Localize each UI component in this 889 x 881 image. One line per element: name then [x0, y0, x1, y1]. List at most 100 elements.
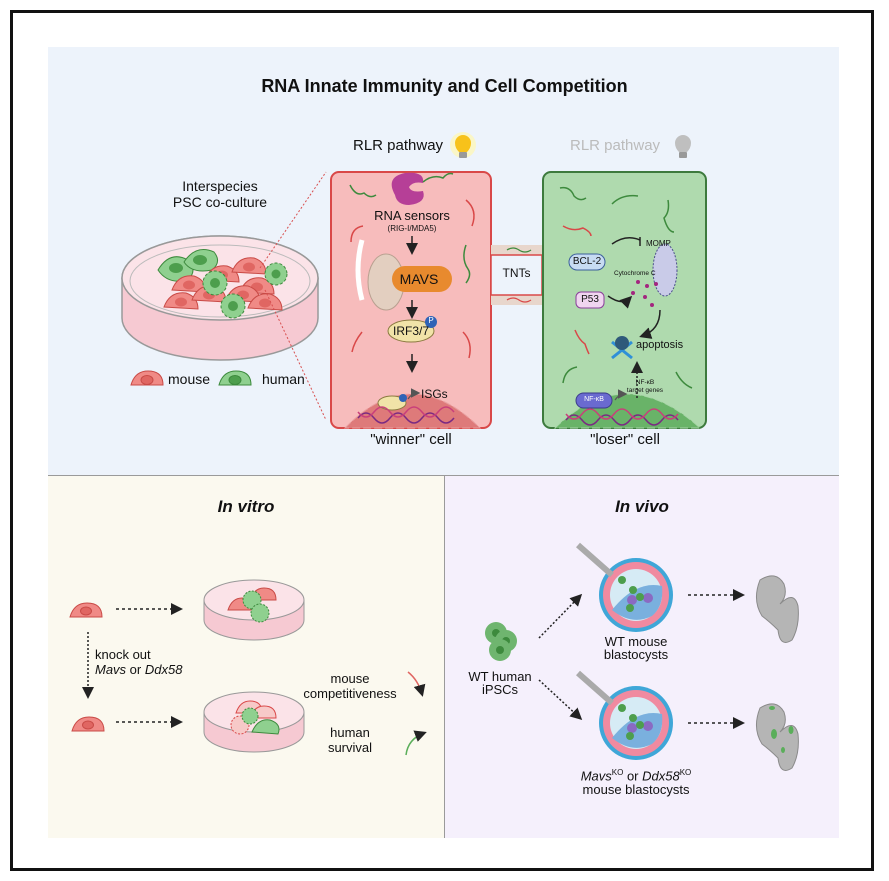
in-vivo-title: In vivo: [615, 497, 669, 516]
mouse-cell: [163, 292, 199, 310]
knockout-label: knock out Mavs or Ddx58: [95, 647, 182, 677]
phospho-icon: [399, 394, 407, 402]
mitochondria-icon: [652, 243, 678, 297]
mouse-cell: [247, 293, 283, 311]
coculture-label: Interspecies PSC co-culture: [140, 178, 300, 210]
blastocyst-ko: [576, 670, 673, 760]
legend-mouse-icon: [130, 370, 164, 386]
mavs-label: MAVS: [399, 271, 439, 287]
cytochrome-c-dots: [631, 280, 658, 307]
ko-line2: mouse blastocysts: [582, 782, 690, 798]
cytochrome-c-label: Cytochrome C: [614, 270, 656, 277]
irf-on-dna: [377, 395, 407, 411]
panel-divider-vertical: [444, 476, 445, 838]
apoptosis-label: apoptosis: [636, 339, 684, 351]
mouse-cell-wt: [69, 602, 103, 618]
rna-strands-winner: [349, 184, 475, 359]
dashed-arrow-icon: [538, 593, 583, 639]
knockout-line2: Mavs or Ddx58: [95, 662, 182, 677]
dish-ko: [203, 691, 305, 753]
nfkb-box: [575, 392, 613, 409]
bcl2-label: BCL-2: [572, 256, 602, 267]
rna-sensors-sublabel: (RIG-I/MDA5): [387, 224, 437, 233]
dashed-arrow-icon: [538, 679, 583, 721]
tnts-label: TNTs: [502, 266, 531, 280]
outcome2-line2: survival: [327, 740, 373, 755]
figure-title: RNA Innate Immunity and Cell Competition: [261, 76, 628, 96]
knockout-or: or: [126, 662, 145, 677]
dying-human-cell: [220, 293, 246, 319]
mouse-cell: [171, 275, 207, 293]
human-cell: [183, 249, 218, 272]
knockout-gene-ddx58: Ddx58: [144, 662, 183, 677]
dying-human-cell: [202, 270, 228, 296]
winner-cell-caption: "winner" cell: [370, 431, 452, 448]
ko-superscript: KO: [611, 768, 624, 777]
outcome2-line1: human: [330, 725, 370, 740]
outcome1-line1: mouse: [330, 671, 370, 686]
lightbulb-on-icon: [450, 132, 476, 158]
lightbulb-off-icon: [675, 135, 691, 158]
transcription-arrow-icon: [407, 388, 421, 400]
ko-or: or: [623, 768, 643, 784]
arrow-icon: [639, 309, 661, 339]
rna-strands-loser: [559, 186, 693, 389]
human-survival-label: human survival: [300, 725, 400, 755]
knockout-gene-mavs: Mavs: [95, 662, 127, 677]
human-ipsc-cluster: [485, 622, 517, 661]
embryo-wt-icon: [756, 575, 799, 643]
ko-line1: MavsKO or Ddx58KO: [566, 766, 706, 783]
nfkb-target-line2: target genes: [626, 387, 664, 394]
in-vitro-title: In vitro: [217, 497, 275, 516]
inhibition-arrow-icon: [611, 237, 641, 245]
mavs-box: [392, 266, 452, 292]
embryo-chimera-icon: [756, 703, 799, 771]
irf-box: [387, 319, 435, 343]
panel-divider-horizontal: [48, 475, 839, 476]
dying-human-cell: [264, 262, 288, 286]
phospho-icon: [425, 316, 437, 328]
isgs-label: ISGs: [421, 387, 448, 401]
loser-cell-caption: "loser" cell: [590, 431, 660, 448]
transcription-arrow-icon: [614, 389, 628, 401]
irf-label: IRF3/7: [392, 324, 429, 338]
knockout-line1: knock out: [95, 647, 151, 662]
ko-superscript: KO: [679, 768, 692, 777]
bcl2-box: [568, 253, 606, 271]
nfkb-target-line1: NF-κB: [635, 379, 655, 386]
in-vivo-panel: [445, 476, 839, 838]
arrow-icon: [607, 295, 633, 309]
wt-line2: blastocysts: [603, 647, 669, 662]
decrease-arrow-icon: [407, 671, 426, 697]
dna-icon: [357, 406, 455, 424]
coculture-label-line1: Interspecies: [182, 178, 258, 194]
wt-line1: WT mouse: [604, 634, 668, 649]
ipsc-line1: WT human: [468, 669, 532, 684]
winner-pathway-label: RLR pathway: [353, 137, 444, 154]
tnt-connector: [490, 245, 543, 305]
mouse-competitiveness-label: mouse competitiveness: [300, 671, 400, 701]
momp-label: MOMP: [646, 239, 671, 248]
mouse-cell-ko: [71, 716, 105, 732]
dna-icon: [565, 408, 679, 426]
rna-strand: [422, 172, 454, 183]
p53-box: [575, 291, 605, 309]
phospho-label: P: [428, 316, 434, 325]
loser-pathway-label: RLR pathway: [570, 137, 661, 154]
nfkb-label: NF-κB: [584, 396, 604, 403]
ko-gene-mavs: Mavs: [580, 768, 612, 784]
legend-mouse-label: mouse: [168, 371, 211, 387]
p53-label: P53: [581, 294, 599, 305]
zoom-guide-line: [259, 171, 327, 269]
rna-sensors-label: RNA sensors: [374, 208, 450, 223]
skull-icon: [611, 336, 633, 360]
human-ipsc-label: WT human iPSCs: [460, 670, 540, 696]
mitochondria-icon: [355, 239, 405, 311]
rna-sensor-icon: [391, 172, 424, 205]
coculture-label-line2: PSC co-culture: [172, 194, 268, 210]
wt-blastocyst-label: WT mouse blastocysts: [586, 635, 686, 661]
legend-human-label: human: [262, 371, 305, 387]
in-vitro-panel: [48, 476, 444, 838]
increase-arrow-icon: [405, 730, 427, 756]
